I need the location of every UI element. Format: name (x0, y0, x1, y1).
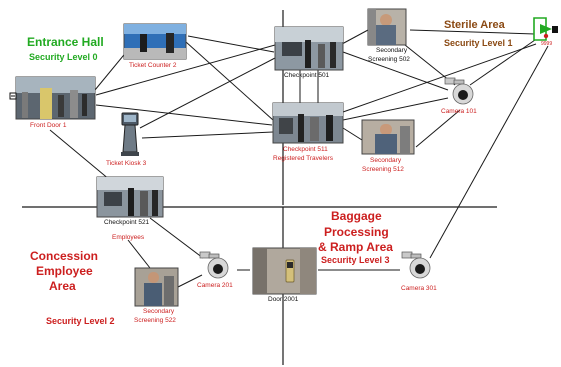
edge-cp501-camera101 (342, 51, 449, 91)
caption-secondary-522-line2: Screening 522 (134, 317, 176, 324)
zone-concession-line2: Employee (36, 264, 93, 278)
edge-sec522-camera201 (177, 274, 203, 288)
checkpoint-511-photo[interactable] (272, 102, 344, 144)
zone-baggage-level: Security Level 3 (321, 255, 390, 265)
ticket-counter-photo[interactable] (123, 23, 187, 60)
camera-icon[interactable] (199, 251, 229, 279)
caption-secondary-512-line1: Secondary (370, 157, 402, 164)
caption-camera-101: Camera 101 (441, 108, 477, 115)
caption-secondary-522-line1: Secondary (143, 308, 175, 315)
caption-checkpoint-511-line2: Registered Travelers (273, 155, 333, 162)
connections (49, 29, 549, 288)
camera-icon[interactable] (401, 251, 431, 279)
zone-baggage-line1: Baggage (331, 209, 382, 223)
edge-kiosk-cp511 (141, 131, 274, 139)
checkpoint-521-photo[interactable] (96, 176, 164, 218)
edge-frontdoor-counter (94, 49, 129, 91)
edge-camera301-exit (429, 45, 549, 259)
edge-frontdoor-cp521 (49, 129, 111, 181)
secondary-502-photo[interactable] (367, 8, 407, 46)
kiosk-icon[interactable] (121, 112, 139, 156)
zone-sterile-title: Sterile Area (444, 19, 505, 31)
zone-baggage-line3: & Ramp Area (318, 240, 393, 254)
edge-frontdoor-cp511 (95, 104, 273, 126)
caption-ticket-counter-2: Ticket Counter 2 (129, 62, 177, 69)
zone-concession-line1: Concession (30, 249, 99, 263)
edge-cp521-sec522 (127, 239, 151, 269)
caption-employees: Employees (112, 234, 145, 241)
edge-frontdoor-cp501 (95, 44, 276, 96)
edge-cp501-sec502 (341, 29, 369, 45)
zone-sterile-level: Security Level 1 (444, 38, 513, 48)
caption-checkpoint-501: Checkpoint 501 (284, 72, 330, 79)
edge-kiosk-cp501 (139, 57, 276, 129)
edge-counter-cp501 (187, 35, 275, 53)
caption-exit-9999: 9999 (541, 41, 553, 47)
zone-concession-level: Security Level 2 (46, 316, 115, 326)
front-door-photo[interactable] (15, 76, 96, 120)
edge-cp521-camera201 (149, 217, 204, 259)
edge-cp511-sec512 (342, 127, 363, 141)
secondary-512-photo[interactable] (361, 119, 415, 155)
edge-camera101-exit (469, 39, 536, 86)
zone-entrance-title: Entrance Hall (27, 35, 104, 49)
zone-baggage-line2: Processing (324, 225, 389, 239)
caption-secondary-502-line2: Screening 502 (368, 56, 410, 63)
caption-door-2001: Door 2001 (268, 296, 299, 303)
edge-cp511-exit (342, 43, 537, 113)
edge-sec512-camera101 (415, 109, 461, 148)
exit-door-icon[interactable] (533, 17, 558, 41)
zone-concession-line3: Area (49, 279, 76, 293)
caption-checkpoint-521: Checkpoint 521 (104, 219, 150, 226)
zone-entrance-level: Security Level 0 (29, 52, 98, 62)
edge-cp511-camera101 (342, 97, 449, 121)
camera-icon[interactable] (444, 77, 474, 105)
caption-ticket-kiosk-3: Ticket Kiosk 3 (106, 160, 147, 167)
secondary-522-photo[interactable] (134, 267, 179, 307)
entry-marker-icon (9, 92, 17, 100)
edge-sec502-exit (409, 29, 536, 35)
door-2001-photo[interactable] (252, 247, 317, 295)
caption-checkpoint-511-line1: Checkpoint 511 (283, 146, 328, 153)
caption-secondary-512-line2: Screening 512 (362, 166, 404, 173)
caption-camera-301: Camera 301 (401, 285, 437, 292)
caption-secondary-502-line1: Secondary (376, 47, 408, 54)
checkpoint-501-photo[interactable] (274, 26, 344, 71)
zone-boundaries (22, 10, 497, 365)
caption-front-door-1: Front Door 1 (30, 122, 67, 129)
edge-counter-cp511 (185, 41, 274, 121)
caption-camera-201: Camera 201 (197, 282, 233, 289)
